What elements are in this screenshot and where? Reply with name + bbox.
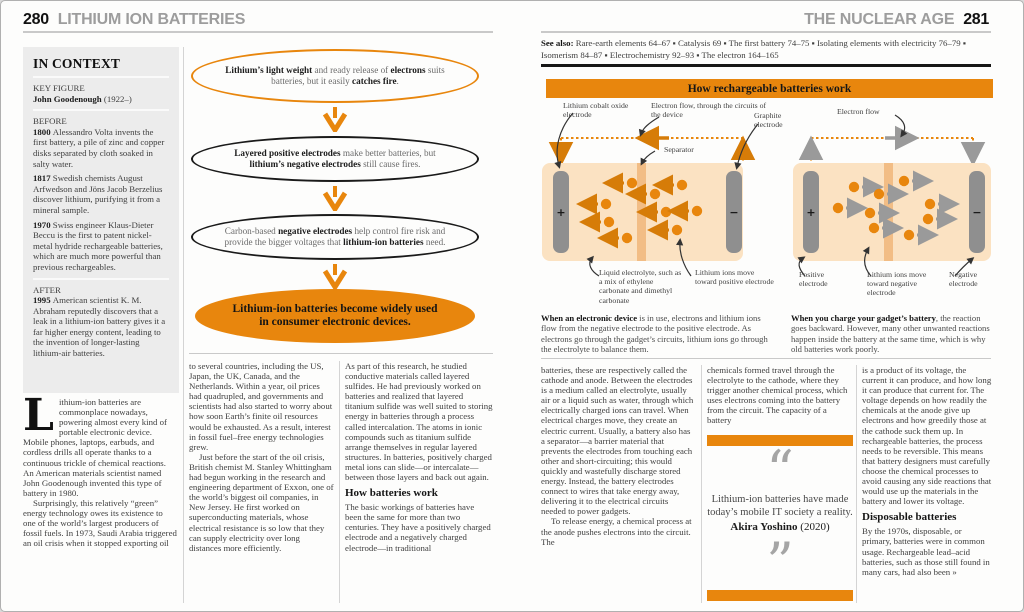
divider — [183, 47, 184, 603]
positive-sign: + — [806, 206, 815, 219]
key-figure: John Goodenough (1922–) — [33, 93, 132, 104]
paragraph: The basic workings of batteries have bee… — [345, 502, 491, 553]
label-positive-electrode: Positive electrode — [799, 270, 828, 289]
label-negative-electrode: Negative electrode — [949, 270, 978, 289]
paragraph: to several countries, including the US, … — [189, 361, 333, 452]
battery-charge-diagram: + − — [793, 114, 991, 277]
paragraph: To release energy, a chemical process at… — [541, 516, 692, 547]
divider — [541, 64, 991, 67]
pull-quote: “ Lithium-ion batteries have made today’… — [707, 439, 853, 594]
panel-title: How rechargeable batteries work — [687, 82, 852, 95]
paragraph-wrap: chemicals formed travel through the elec… — [707, 365, 853, 429]
timeline-entry: 1817 Swedish chemists August Arfwedson a… — [33, 173, 163, 215]
paragraph: chemicals formed travel through the elec… — [707, 365, 848, 426]
flow-step-1: Lithium’s light weight and ready release… — [191, 49, 479, 103]
paragraph: Just before the start of the oil crisis,… — [189, 451, 334, 553]
see-also: See also: Rare-earth elements 64–67 ▪ Ca… — [541, 38, 993, 61]
divider — [33, 277, 169, 280]
label-pointer-arrows — [554, 112, 759, 277]
label-ions-toward-positive: Lithium ions move toward positive electr… — [695, 268, 774, 287]
close-quote-icon: ” — [766, 530, 794, 594]
body-column-2: to several countries, including the US, … — [189, 361, 334, 607]
subheading: How batteries work — [345, 487, 438, 500]
divider — [33, 109, 169, 112]
lithium-ions — [576, 172, 703, 249]
divider — [856, 365, 857, 603]
discharge-caption: When an electronic device is in use, ele… — [541, 313, 768, 354]
key-figure-label: KEY FIGURE — [33, 83, 85, 93]
negative-sign: − — [729, 206, 738, 219]
left-page-header: 280 LITHIUM ION BATTERIES — [23, 11, 245, 29]
paragraph: By the 1970s, disposable, or primary, ba… — [862, 526, 990, 577]
divider — [541, 31, 991, 33]
timeline-entry: 1995 American scientist K. M. Abraham re… — [33, 295, 166, 359]
quote-text: Lithium-ion batteries have made today’s … — [707, 494, 853, 518]
positive-sign: + — [556, 206, 565, 219]
flow-step-text: Carbon-based negative electrodes help co… — [224, 226, 446, 247]
negative-sign: − — [972, 206, 981, 219]
label-graphite-electrode: Graphite electrode — [754, 111, 783, 130]
label-electron-flow-discharge: Electron flow, through the circuits of t… — [651, 101, 767, 120]
drop-cap: L — [23, 397, 54, 441]
flow-step-4: Lithium-ion batteries become widely used… — [195, 289, 475, 343]
label-lithium-cobalt-electrode: Lithium cobalt oxide electrode — [563, 101, 629, 120]
section-title: THE NUCLEAR AGE — [804, 11, 955, 28]
label-electron-flow-charge: Electron flow — [837, 107, 880, 116]
before-label: BEFORE — [33, 116, 67, 127]
accent-bar — [707, 435, 853, 446]
paragraph: As part of this research, he studied con… — [345, 361, 493, 483]
flow-arrow-icon — [322, 186, 348, 211]
flow-step-3: Carbon-based negative electrodes help co… — [191, 214, 479, 260]
body-column-5: chemicals formed travel through the elec… — [707, 365, 853, 607]
body-column-3: As part of this research, he studied con… — [345, 361, 493, 607]
quote-attribution: Akira Yoshino (2020) — [730, 520, 830, 533]
paragraph-text: ithium-ion batteries are commonplace now… — [23, 397, 167, 498]
paragraph: batteries, these are respectively called… — [541, 365, 694, 517]
section-title: LITHIUM ION BATTERIES — [57, 11, 246, 28]
in-context-box: IN CONTEXT KEY FIGURE John Goodenough (1… — [23, 47, 179, 393]
page-number: 280 — [23, 11, 49, 28]
flow-arrow-icon — [322, 264, 348, 289]
panel-title-bar: How rechargeable batteries work — [546, 79, 993, 98]
divider — [189, 353, 493, 354]
timeline-entry: 1970 Swiss engineer Klaus-Dieter Beccu i… — [33, 219, 163, 272]
divider — [541, 358, 991, 359]
context-heading: IN CONTEXT — [33, 56, 121, 71]
divider — [339, 361, 340, 603]
label-separator: Separator — [664, 145, 694, 154]
paragraph: is a product of its voltage, the current… — [862, 365, 992, 507]
open-quote-icon: “ — [766, 439, 794, 502]
timeline-entry: 1800 Alessandro Volta invents the first … — [33, 126, 165, 169]
flow-step-2: Layered positive electrodes make better … — [191, 136, 479, 182]
flow-step-text: Lithium’s light weight and ready release… — [225, 65, 445, 86]
accent-bar — [707, 589, 853, 601]
see-also-items: Rare-earth elements 64–67 ▪ Catalysis 69… — [541, 38, 966, 60]
lithium-ions — [832, 170, 960, 246]
divider — [701, 365, 702, 603]
paragraph: Surprisingly, this relatively “green” en… — [23, 497, 177, 549]
flow-step-text: Layered positive electrodes make better … — [234, 148, 436, 169]
body-column-4: batteries, these are respectively called… — [541, 365, 694, 607]
label-pointer-arrows — [797, 114, 975, 277]
page-number: 281 — [963, 11, 989, 28]
divider — [23, 31, 493, 33]
body-column-6: is a product of its voltage, the current… — [862, 365, 992, 607]
flow-arrow-icon — [322, 107, 348, 132]
divider — [33, 76, 169, 78]
subheading: Disposable batteries — [862, 511, 957, 524]
battery-discharge-diagram: + − — [542, 112, 759, 277]
label-electrolyte: Liquid electrolyte, such as a mix of eth… — [599, 268, 682, 305]
see-also-label: See also: — [541, 38, 574, 48]
label-ions-toward-negative: Lithium ions move toward negative electr… — [867, 270, 927, 298]
after-label: AFTER — [33, 284, 61, 295]
right-page-header: THE NUCLEAR AGE 281 — [804, 11, 989, 29]
flow-step-text: Lithium-ion batteries become widely used… — [232, 302, 438, 329]
charge-caption: When you charge your gadget’s battery, t… — [791, 313, 990, 354]
